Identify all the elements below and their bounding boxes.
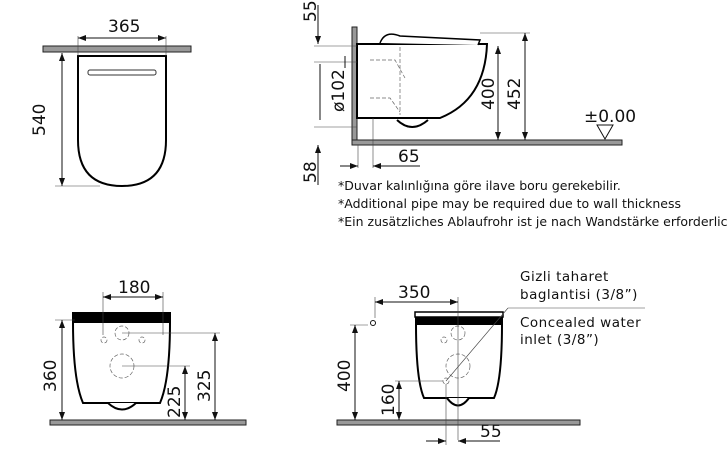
note-en: *Additional pipe may be required due to … bbox=[338, 196, 681, 211]
dim-pipe-diameter: ø102 bbox=[329, 69, 349, 112]
bowl-front-outline bbox=[414, 323, 504, 399]
label-tr-line2: baglantisi (3/8”) bbox=[520, 287, 638, 303]
dim-bowl-height: 400 bbox=[479, 78, 499, 110]
floor bbox=[49, 419, 247, 426]
wall bbox=[42, 45, 192, 53]
seat-lid bbox=[379, 33, 482, 46]
side-view: 55 ø102 400 452 58 65 ±0.00 bbox=[301, 0, 636, 185]
floor bbox=[336, 419, 581, 426]
bowl-rear-outline bbox=[71, 321, 172, 404]
note-tr: *Duvar kalınlığına göre ilave boru gerek… bbox=[338, 178, 621, 193]
dim-pipe-offset: 65 bbox=[398, 147, 420, 167]
label-tr-line1: Gizli taharet bbox=[520, 269, 609, 285]
bowl-side-outline bbox=[356, 43, 489, 119]
dim-height-inlet: 225 bbox=[165, 386, 185, 418]
level-label: ±0.00 bbox=[584, 107, 636, 127]
dim-floor: 58 bbox=[301, 161, 321, 183]
trap bbox=[396, 119, 429, 128]
dim-height-inlet: 400 bbox=[335, 360, 355, 392]
dim-height-bolt: 160 bbox=[379, 384, 399, 416]
dim-width: 365 bbox=[108, 17, 140, 37]
notes: *Duvar kalınlığına göre ilave boru gerek… bbox=[338, 178, 727, 229]
dim-height-outlet: 325 bbox=[195, 370, 215, 402]
dim-offset: 350 bbox=[398, 283, 430, 303]
label-en-line2: inlet (3/8”) bbox=[520, 332, 599, 348]
level-marker-icon bbox=[596, 124, 614, 141]
seat-hinge bbox=[87, 69, 157, 76]
seat bbox=[72, 312, 171, 322]
dim-total-height: 452 bbox=[505, 78, 525, 110]
front-view: 350 400 160 55 Gizli taharet baglantisi … bbox=[335, 269, 645, 445]
dim-bolt-offset: 55 bbox=[480, 422, 502, 442]
dim-top: 55 bbox=[301, 0, 321, 22]
top-view: 365 540 bbox=[30, 17, 192, 188]
bowl-top-outline bbox=[77, 55, 167, 188]
dim-depth: 540 bbox=[30, 104, 50, 136]
floor bbox=[351, 139, 623, 146]
dim-bolt-spacing: 180 bbox=[118, 278, 150, 298]
dim-height-top: 360 bbox=[41, 360, 61, 392]
rear-view: 180 360 225 325 bbox=[41, 278, 247, 426]
seat bbox=[415, 317, 503, 324]
note-de: *Ein zusätzliches Ablaufrohr ist je nach… bbox=[338, 214, 727, 229]
label-en-line1: Concealed water bbox=[520, 315, 641, 331]
water-inlet-icon bbox=[370, 320, 376, 326]
